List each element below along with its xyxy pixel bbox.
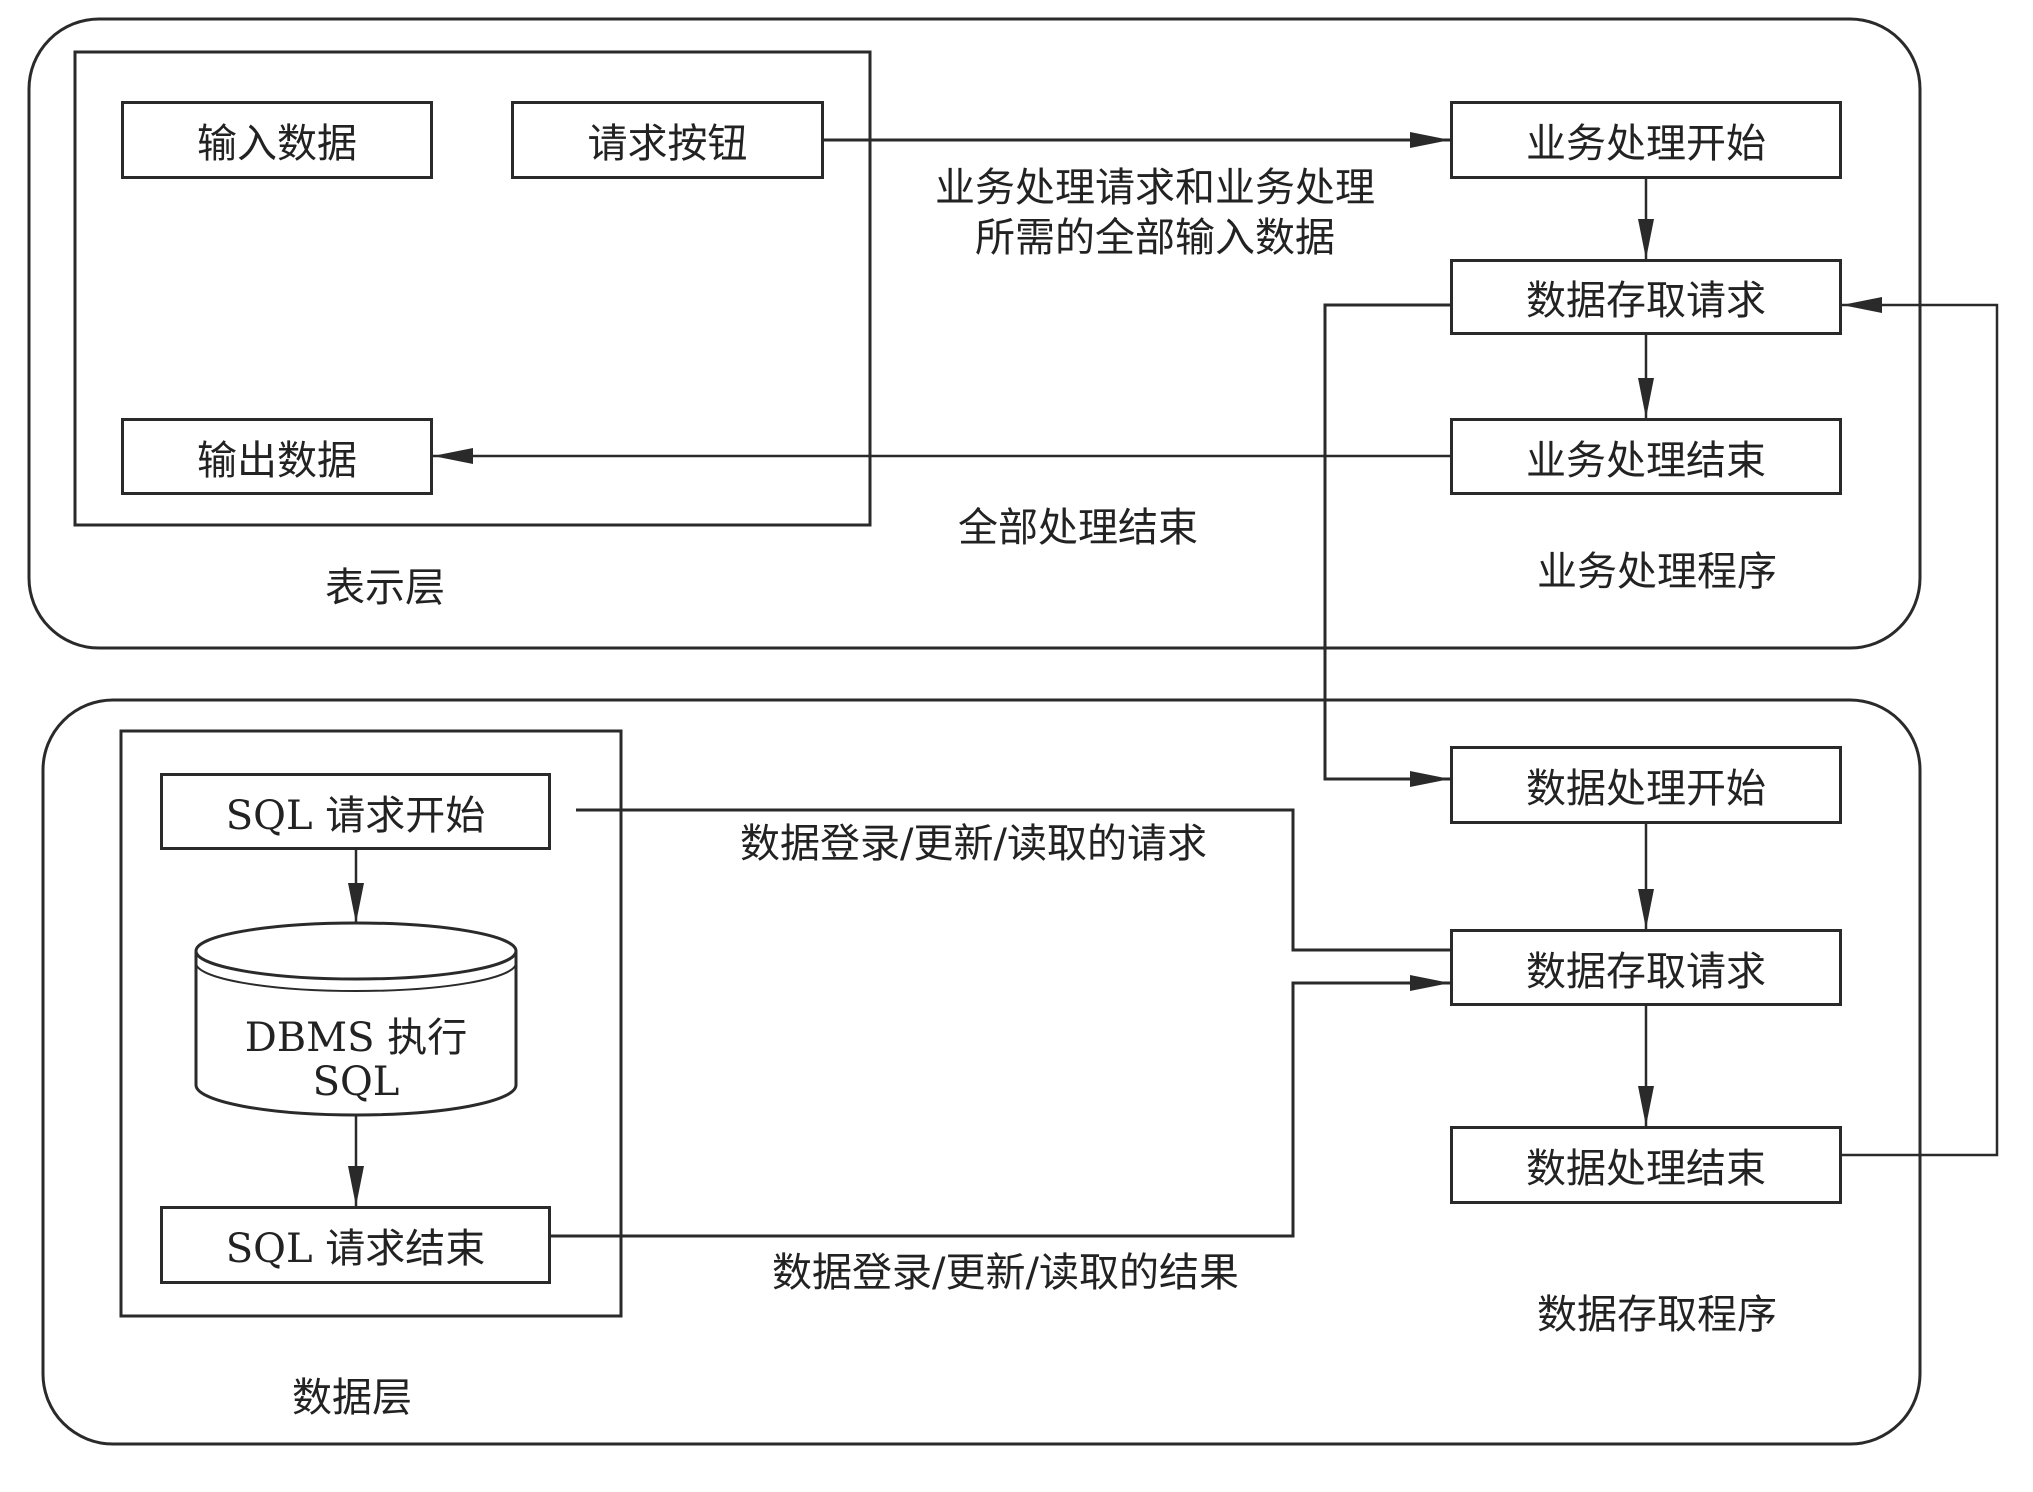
input-data-box: 输入数据 xyxy=(121,101,433,179)
data-processing-end-box: 数据处理结束 xyxy=(1450,1126,1842,1204)
data-processing-start-box: 数据处理开始 xyxy=(1450,746,1842,824)
business-end-box: 业务处理结束 xyxy=(1450,418,1842,495)
data-result-edge-label: 数据登录/更新/读取的结果 xyxy=(772,1250,1239,1296)
business-access-request-label: 数据存取请求 xyxy=(1526,278,1766,324)
arrow-business-access-to-data-start xyxy=(1323,303,1450,787)
data-processing-start-label: 数据处理开始 xyxy=(1526,766,1766,812)
business-program-label: 业务处理程序 xyxy=(1537,549,1777,595)
arrow-data-end-to-business-access xyxy=(1842,297,1999,1157)
presentation-layer-box xyxy=(73,50,872,527)
data-access-request-label: 数据存取请求 xyxy=(1526,948,1766,995)
sql-start-box: SQL 请求开始 xyxy=(160,773,551,850)
presentation-layer-label: 表示层 xyxy=(325,565,445,611)
output-data-box: 输出数据 xyxy=(121,418,433,495)
business-start-label: 业务处理开始 xyxy=(1526,121,1766,167)
dbms-label: DBMS 执行 SQL xyxy=(196,1016,516,1104)
data-access-container xyxy=(41,698,1922,1446)
data-access-program-label: 数据存取程序 xyxy=(1537,1292,1777,1338)
request-edge-label-line1: 业务处理请求和业务处理 xyxy=(935,165,1375,211)
data-layer-label: 数据层 xyxy=(292,1375,412,1421)
sql-start-label: SQL 请求开始 xyxy=(225,792,486,839)
input-data-label: 输入数据 xyxy=(197,121,357,167)
dbms-label-line1: DBMS 执行 xyxy=(244,1015,468,1061)
arrow-sql-end-to-access-request xyxy=(551,975,1450,1238)
sql-end-label: SQL 请求结束 xyxy=(225,1226,486,1272)
finish-edge-label: 全部处理结束 xyxy=(958,505,1198,551)
output-data-label: 输出数据 xyxy=(197,437,357,484)
request-edge-label: 业务处理请求和业务处理 所需的全部输入数据 xyxy=(910,163,1400,263)
data-request-edge-label: 数据登录/更新/读取的请求 xyxy=(740,821,1207,867)
sql-end-box: SQL 请求结束 xyxy=(160,1206,551,1284)
business-start-box: 业务处理开始 xyxy=(1450,101,1842,179)
database-cylinder-icon xyxy=(194,921,518,1117)
dbms-label-line2: SQL xyxy=(312,1059,400,1105)
business-end-label: 业务处理结束 xyxy=(1526,437,1766,484)
data-layer-box xyxy=(119,729,623,1318)
request-edge-label-line2: 所需的全部输入数据 xyxy=(975,215,1335,261)
line-access-request-to-sql-start xyxy=(576,808,1450,952)
data-access-request-box: 数据存取请求 xyxy=(1450,929,1842,1006)
request-button-label: 请求按钮 xyxy=(587,121,748,167)
presentation-business-container xyxy=(27,17,1922,650)
business-access-request-box: 数据存取请求 xyxy=(1450,259,1842,335)
data-processing-end-label: 数据处理结束 xyxy=(1526,1146,1766,1192)
request-button-box[interactable]: 请求按钮 xyxy=(511,101,824,179)
